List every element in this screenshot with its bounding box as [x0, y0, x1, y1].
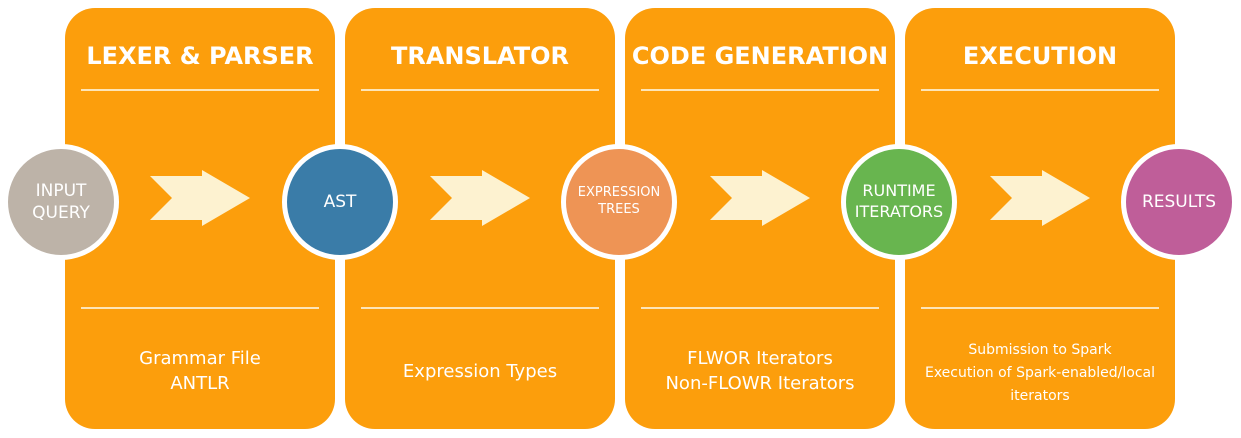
divider: [641, 89, 879, 91]
divider: [361, 89, 599, 91]
node-label: INPUT QUERY: [32, 180, 90, 223]
description-line: Submission to Spark: [968, 342, 1112, 358]
description-line: FLWOR Iterators: [687, 348, 833, 369]
node-input-query: INPUT QUERY: [3, 144, 119, 260]
stage-description: FLWOR Iterators Non-FLOWR Iterators: [625, 346, 895, 396]
divider: [641, 307, 879, 309]
node-label: EXPRESSION TREES: [577, 185, 661, 217]
arrow-shape: [990, 170, 1090, 226]
flow-arrow-icon: [710, 170, 810, 226]
stage-title: TRANSLATOR: [390, 42, 570, 70]
divider: [81, 307, 319, 309]
node-ast: AST: [282, 144, 398, 260]
divider: [361, 307, 599, 309]
arrow-shape: [430, 170, 530, 226]
divider: [921, 307, 1159, 309]
node-label: RUNTIME ITERATORS: [854, 181, 944, 221]
description-line: Grammar File: [139, 348, 261, 369]
description-line: Expression Types: [402, 361, 558, 382]
stage-title: EXECUTION: [962, 42, 1118, 70]
flow-arrow-icon: [150, 170, 250, 226]
node-label: RESULTS: [1141, 191, 1217, 212]
description-line: ANTLR: [170, 373, 230, 394]
stage-description: Submission to Spark Execution of Spark-e…: [905, 339, 1175, 408]
description-line: iterators: [1010, 388, 1070, 404]
node-results: RESULTS: [1121, 144, 1237, 260]
node-expression-trees: EXPRESSION TREES: [561, 144, 677, 260]
divider: [921, 89, 1159, 91]
arrow-shape: [150, 170, 250, 226]
flow-arrow-icon: [430, 170, 530, 226]
stage-description: Grammar File ANTLR: [65, 346, 335, 396]
node-label: AST: [323, 191, 357, 212]
description-line: Execution of Spark-enabled/local: [924, 365, 1156, 381]
node-runtime-iterators: RUNTIME ITERATORS: [841, 144, 957, 260]
stage-title: LEXER & PARSER: [86, 42, 314, 70]
description-line: Non-FLOWR Iterators: [665, 373, 855, 394]
arrow-shape: [710, 170, 810, 226]
flow-arrow-icon: [990, 170, 1090, 226]
divider: [81, 89, 319, 91]
stage-description: Expression Types: [345, 359, 615, 384]
stage-title: CODE GENERATION: [631, 42, 889, 70]
